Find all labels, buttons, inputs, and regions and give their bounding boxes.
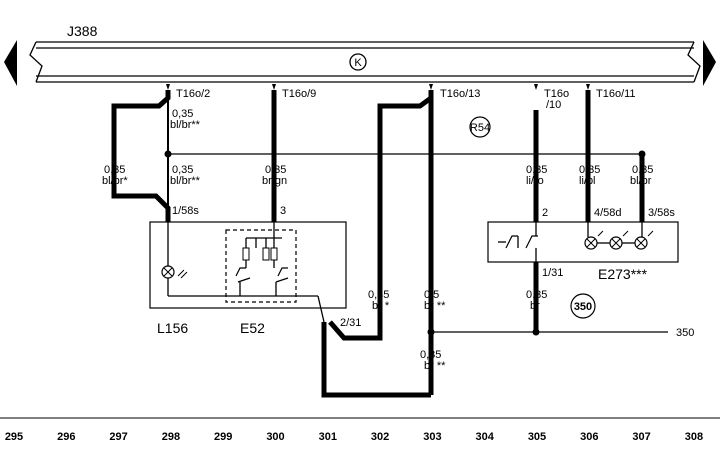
ruler-number: 306: [580, 431, 598, 443]
bus-pins: [166, 84, 590, 90]
connector-t16o-10-top: T16o: [544, 88, 569, 100]
ruler-number: 304: [476, 431, 495, 443]
wire-label-w4-size: 0,35: [265, 164, 286, 176]
component-e52: E52: [240, 320, 265, 336]
e273-box: [487, 221, 679, 263]
connector-t16o-10-bottom: /10: [546, 99, 561, 111]
wire-label-w7-size: 0,35: [632, 164, 653, 176]
switch-module-box: [149, 221, 347, 309]
wire-label-w8-color: br *: [372, 300, 390, 312]
ruler-number: 307: [632, 431, 650, 443]
pin-1-58s: 1/58s: [172, 205, 199, 217]
pin-1-31: 1/31: [542, 267, 563, 279]
pin-2-31: 2/31: [340, 317, 361, 329]
r54-circle: [469, 116, 491, 138]
wire-label-w3-color: bl/br**: [170, 175, 201, 187]
ruler-number: 299: [214, 431, 232, 443]
bus-right-arrow: [703, 40, 716, 86]
e52-switch-icon: [235, 222, 325, 323]
pin-3-58s: 3/58s: [648, 207, 675, 219]
ruler-number: 301: [319, 431, 337, 443]
component-l156: L156: [157, 320, 188, 336]
bus-bar: K: [4, 40, 716, 86]
junction-305: [532, 328, 540, 336]
wire-label-w2-color: bl/br*: [102, 175, 128, 187]
r54-label: R54: [470, 122, 490, 134]
wire-ground-return: [321, 322, 431, 398]
bus-k-symbol: [349, 53, 367, 71]
bus-left-arrow: [4, 40, 17, 86]
wire-label-w11-color: br **: [424, 360, 446, 372]
wire-label-w9-size: 0,5: [424, 289, 439, 301]
connector-t16o-2: T16o/2: [176, 88, 210, 100]
ruler-number: 295: [5, 431, 23, 443]
wire-label-w6-color: li/bl: [579, 175, 596, 187]
pin-2: 2: [542, 207, 548, 219]
wire-label-w5-size: 0,35: [526, 164, 547, 176]
component-e273: E273***: [598, 266, 648, 282]
connector-t16o-11: T16o/11: [596, 88, 636, 100]
wire-label-w10-color: br: [530, 300, 540, 312]
bus-k-letter: K: [354, 57, 362, 69]
ruler-number: 300: [266, 431, 284, 443]
wire-label-w6-size: 0,35: [579, 164, 600, 176]
ruler-number: 297: [109, 431, 127, 443]
ref-350-circle-label: 350: [574, 301, 592, 313]
e273-switch-icon: [498, 222, 538, 262]
wire-label-w4-color: br/gn: [262, 175, 287, 187]
wire-label-w8-size: 0,35: [368, 289, 389, 301]
pin-4-58d: 4/58d: [594, 207, 622, 219]
pin-3: 3: [280, 205, 286, 217]
wire-label-w2-size: 0,35: [104, 164, 125, 176]
wire-label-w7-color: bl/br: [630, 175, 652, 187]
ref-350-circle: [570, 293, 596, 319]
wire-label-w1-color: bl/br**: [170, 119, 201, 131]
ruler-number: 305: [528, 431, 546, 443]
bus-label-j388: J388: [67, 23, 98, 39]
connector-t16o-13: T16o/13: [440, 88, 480, 100]
connector-t16o-9: T16o/9: [282, 88, 316, 100]
wire-label-w10-size: 0,35: [526, 289, 547, 301]
ref-350: 350: [676, 327, 694, 339]
e273-bulb-icons: [584, 222, 654, 250]
e52-dashed-box: [225, 229, 297, 303]
ruler-number: 308: [685, 431, 703, 443]
wire-label-w3-size: 0,35: [172, 164, 193, 176]
l156-bulb-icon: [161, 222, 318, 297]
wire-t16o-2: [111, 90, 171, 222]
wire-label-w1-size: 0,35: [172, 108, 193, 120]
wire-label-w9-color: br **: [424, 300, 446, 312]
ruler-number: 302: [371, 431, 389, 443]
wire-label-w11-size: 0,35: [420, 349, 441, 361]
ruler-number: 296: [57, 431, 75, 443]
junction-303: [427, 328, 435, 336]
ruler: 295 296 297 298 299 300 301 302 303 304 305 306 307 3…: [5, 431, 703, 443]
wire-label-w5-color: li/ro: [526, 175, 544, 187]
ruler-number: 303: [423, 431, 441, 443]
ruler-number: 298: [162, 431, 180, 443]
